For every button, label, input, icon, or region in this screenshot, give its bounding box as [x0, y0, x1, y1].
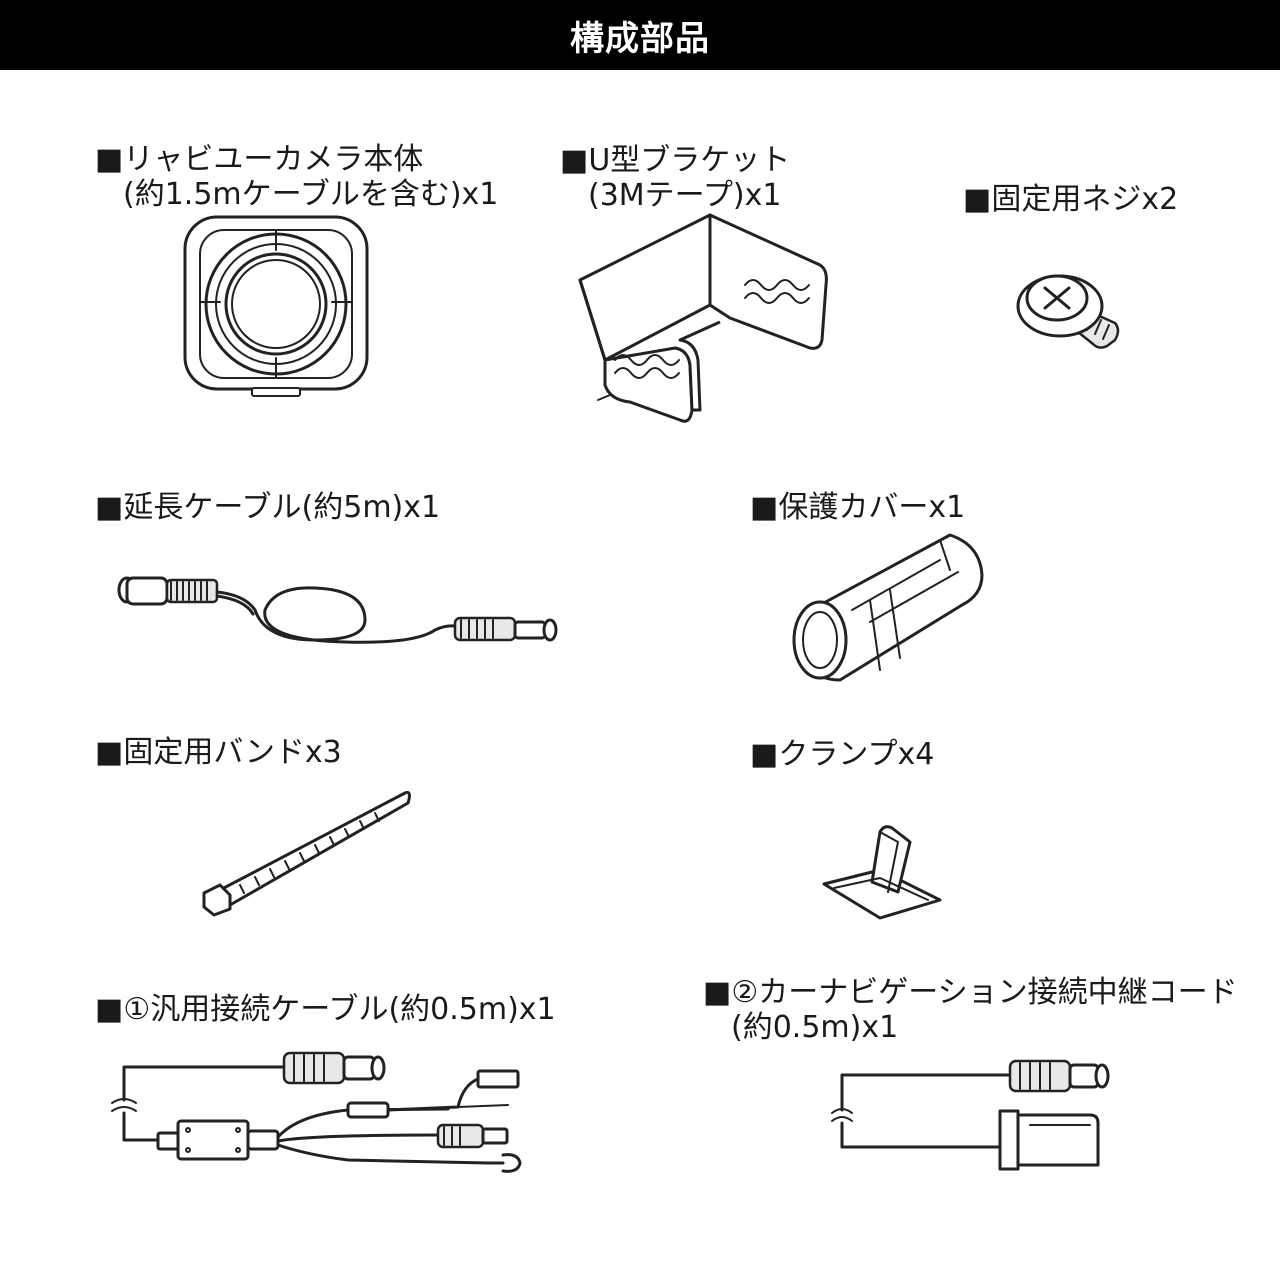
protective-cover-illustration	[792, 533, 984, 682]
protective-cover-label: ■保護カバーx1	[750, 490, 965, 525]
extension-cable-illustration	[117, 576, 558, 644]
navigation-relay-cord-name: ■②カーナビゲーション接続中継コード	[703, 975, 1238, 1010]
cable-tie-label: ■固定用バンドx3	[95, 735, 342, 770]
clamp-name: ■クランプx4	[750, 737, 935, 772]
clamp-label: ■クランプx4	[750, 737, 934, 772]
camera-body-detail: (約1.5mケーブルを含む)x1	[123, 177, 499, 212]
clamp-illustration	[822, 825, 942, 920]
protective-cover-name: ■保護カバーx1	[750, 490, 966, 525]
cable-tie-name: ■固定用バンドx3	[95, 735, 342, 770]
u-bracket-name: ■U型ブラケット	[560, 143, 791, 178]
camera-body-name: ■リャビユーカメラ本体	[95, 142, 424, 177]
universal-cable-label: ■①汎用接続ケーブル(約0.5m)x1	[95, 992, 556, 1027]
u-bracket-label: ■U型ブラケット (3Mテープ)x1	[560, 143, 790, 213]
u-bracket-illustration	[578, 213, 828, 423]
page-title: 構成部品	[570, 18, 710, 59]
u-bracket-detail: (3Mテープ)x1	[588, 178, 782, 213]
navigation-relay-cord-detail: (約0.5m)x1	[731, 1010, 899, 1045]
screws-label: ■固定用ネジx2	[963, 182, 1178, 217]
navigation-relay-cord-illustration	[831, 1059, 1110, 1171]
universal-cable-illustration	[111, 1051, 522, 1173]
cable-tie-illustration	[202, 791, 411, 917]
screw-illustration	[1016, 274, 1120, 349]
screws-name: ■固定用ネジx2	[963, 182, 1179, 217]
camera-body-illustration	[183, 215, 369, 397]
universal-cable-name: ■①汎用接続ケーブル(約0.5m)x1	[95, 992, 556, 1027]
navigation-relay-cord-label: ■②カーナビゲーション接続中継コード (約0.5m)x1	[703, 975, 1238, 1045]
extension-cable-label: ■延長ケーブル(約5m)x1	[95, 490, 440, 525]
extension-cable-name: ■延長ケーブル(約5m)x1	[95, 490, 441, 525]
camera-body-label: ■リャビユーカメラ本体 (約1.5mケーブルを含む)x1	[95, 142, 498, 212]
title-bar: 構成部品	[0, 0, 1280, 70]
